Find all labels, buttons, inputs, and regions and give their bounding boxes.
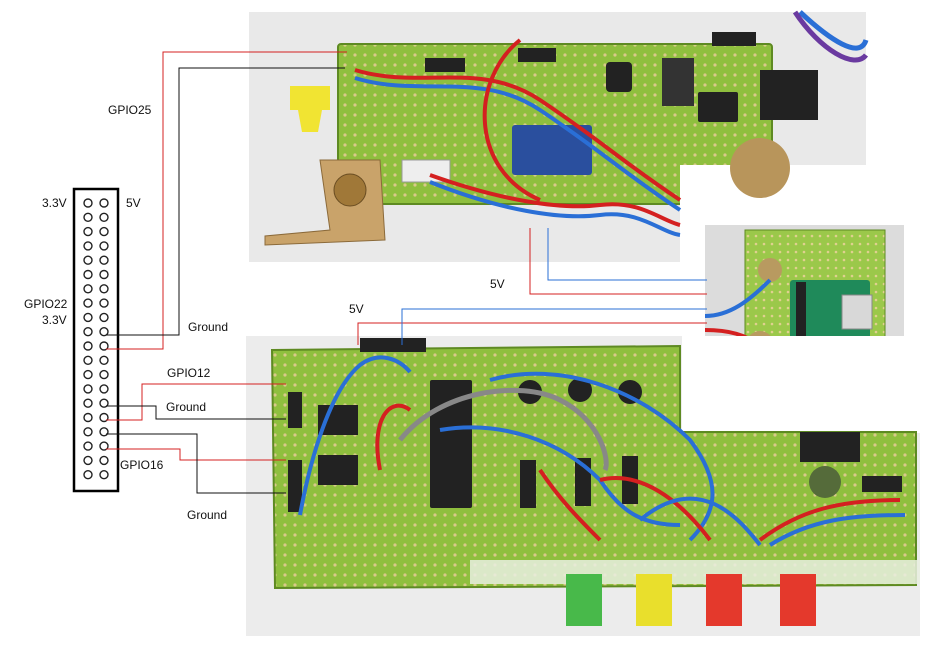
header-pin [83,327,93,337]
wire-ground-2 [106,405,286,420]
header-pin [83,369,93,380]
label-ground-1: Ground [188,320,229,334]
wire-5v-lower-blue [401,308,707,345]
label-5v-upper: 5V [490,277,505,291]
header-pin [99,212,109,223]
pin-label-gpio22: GPIO22 [24,297,68,311]
header-pin [83,455,93,466]
header-pin [83,298,93,308]
header-pin [83,441,93,451]
header-pin [99,312,109,323]
gpio-header [72,187,120,493]
header-pin [99,198,109,208]
label-gpio12: GPIO12 [167,366,211,380]
header-pin [99,298,109,308]
header-pin [99,355,109,365]
wire-gpio25 [106,51,347,350]
header-pin [99,441,109,451]
lower-board-photo [246,336,920,636]
wire-gpio16 [106,448,286,461]
header-pin [83,384,93,394]
usb-board-photo [704,225,904,383]
header-pin [83,284,93,294]
wire-5v-upper-red [529,228,707,295]
label-gpio16: GPIO16 [120,458,164,472]
wire-gpio12 [106,383,286,421]
header-pin [83,312,93,323]
header-pin [99,398,109,408]
header-pin [99,341,109,351]
header-pin [83,255,93,265]
wire-ground-3 [106,433,286,494]
wire-lines [106,51,707,494]
header-pin [83,427,93,437]
header-pin [83,226,93,237]
pin-label-3v3-mid: 3.3V [42,313,67,327]
header-pin [83,412,93,423]
header-pin [83,398,93,408]
label-5v-lower: 5V [349,302,364,316]
header-pin [99,455,109,466]
upper-board-photo [249,10,869,262]
header-pin [99,427,109,437]
label-ground-3: Ground [187,508,228,522]
header-pin [99,369,109,380]
header-pin [83,269,93,280]
label-ground-2: Ground [166,400,207,414]
pin-label-3v3-top: 3.3V [42,196,67,210]
wire-5v-upper-blue [547,228,707,281]
header-pin [99,284,109,294]
header-pin [83,470,93,480]
header-pin [99,255,109,265]
header-pin [99,226,109,237]
header-pin [99,470,109,480]
header-pin [99,327,109,337]
header-pin [83,212,93,223]
header-pin [83,355,93,365]
label-gpio25: GPIO25 [108,103,152,117]
wire-ground-1 [106,67,345,336]
header-pin [99,269,109,280]
pin-label-5v-top: 5V [126,196,141,210]
header-pin [83,241,93,251]
header-pin [99,241,109,251]
header-pin [83,198,93,208]
wire-5v-lower-red [357,322,707,345]
header-pin [83,341,93,351]
header-pin [99,384,109,394]
